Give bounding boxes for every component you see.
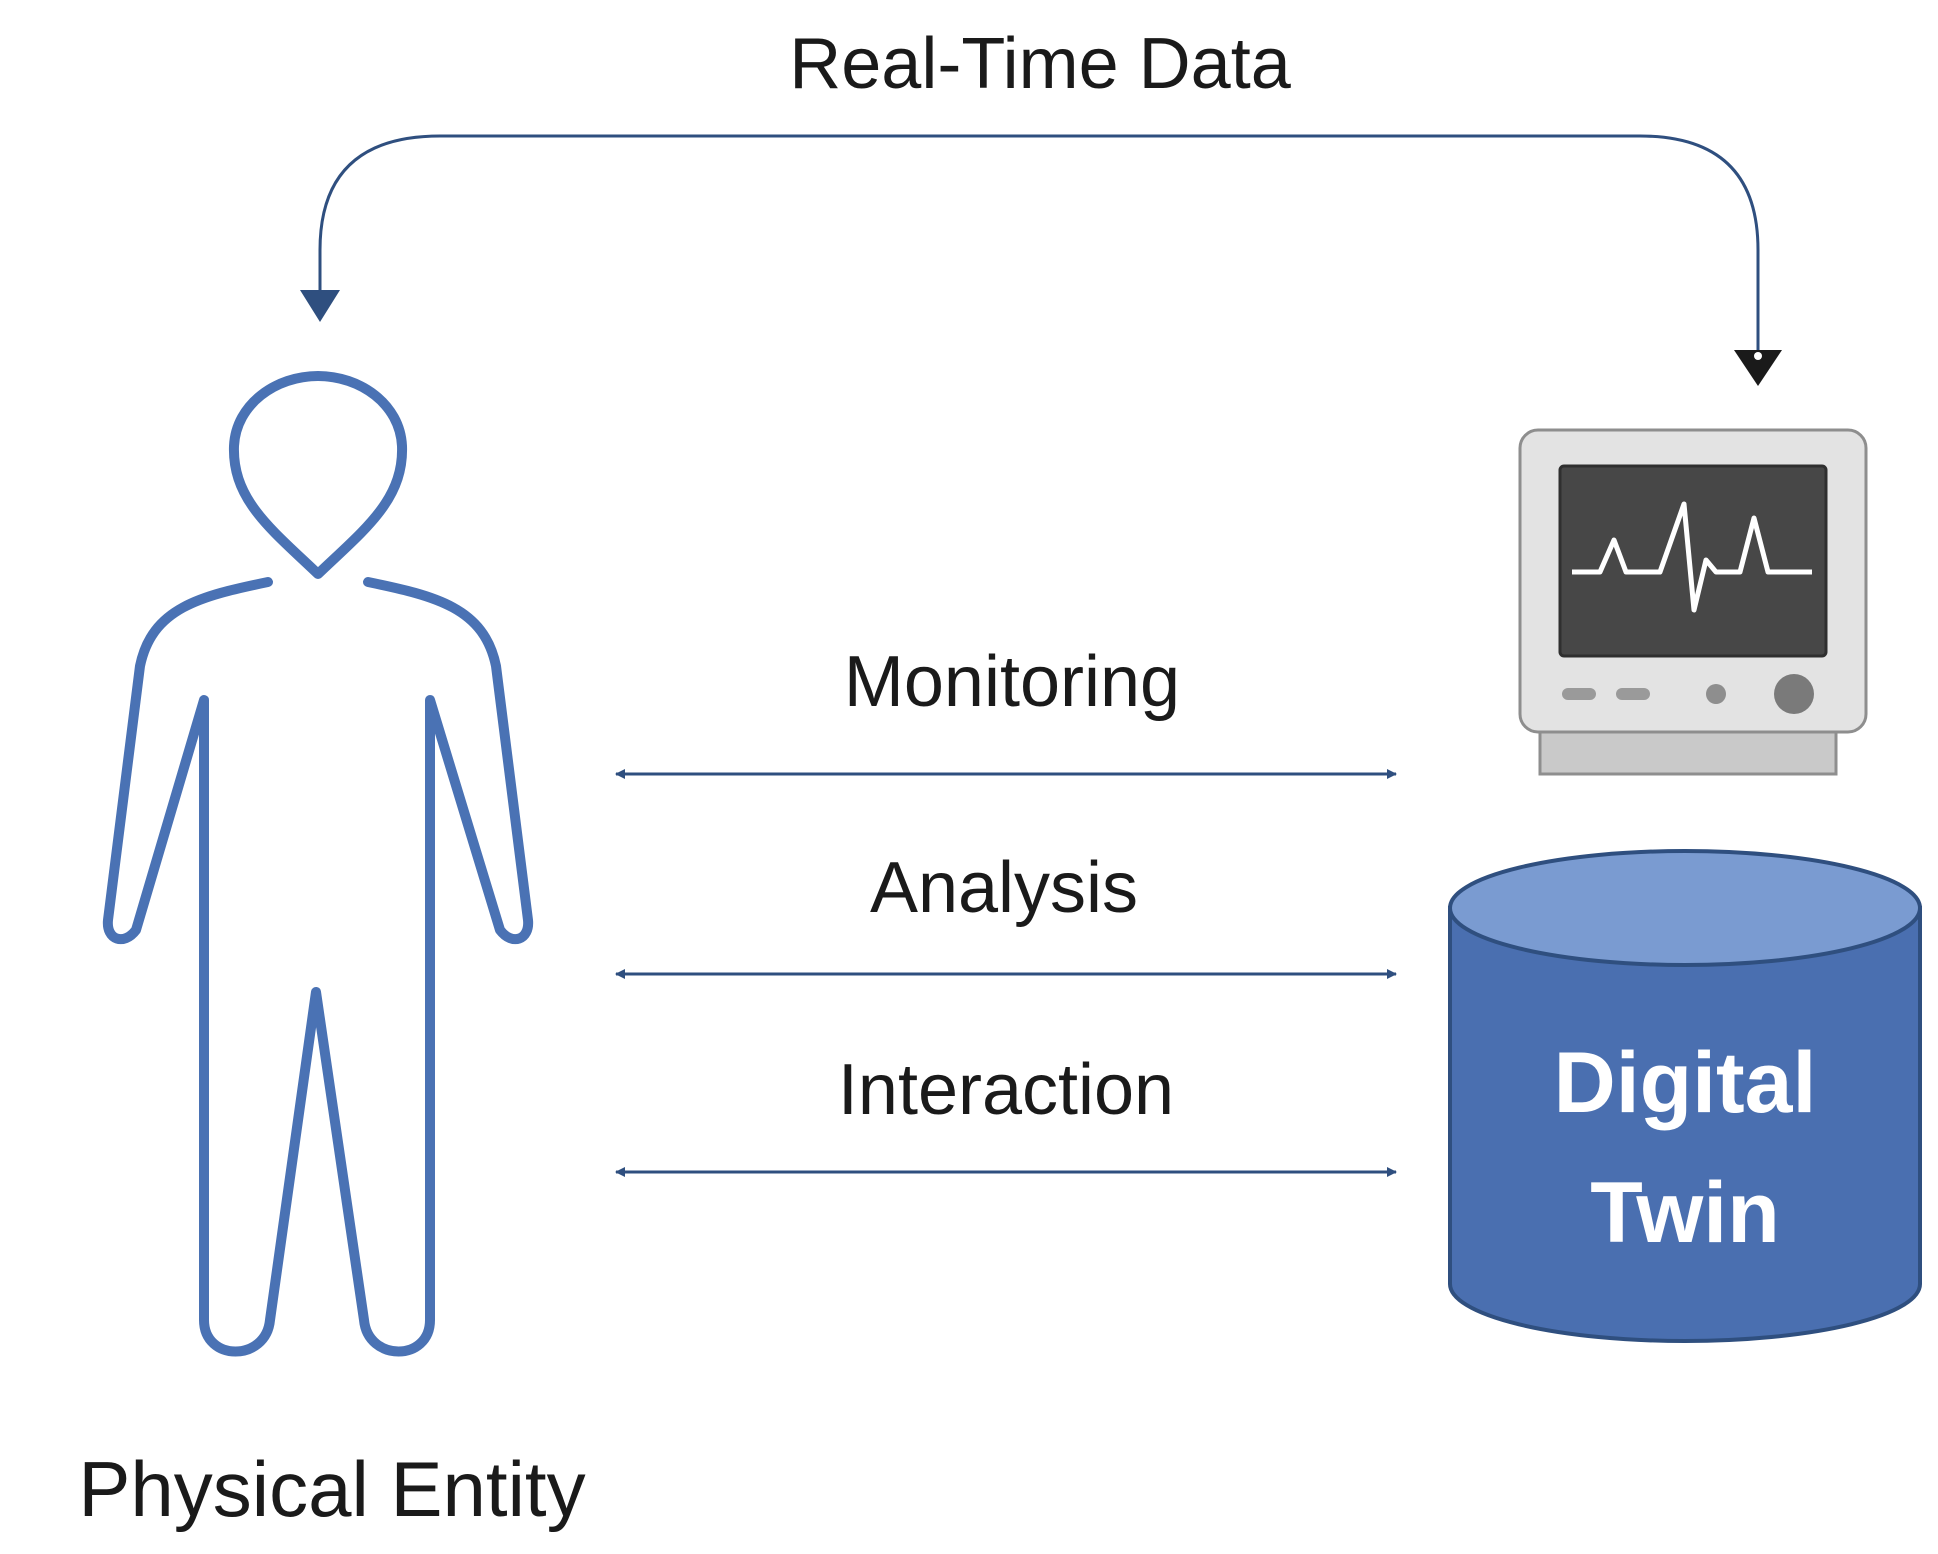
real-time-data-label: Real-Time Data — [789, 24, 1291, 104]
monitor-indicator-bar-2 — [1616, 688, 1650, 700]
person-outline-icon — [102, 371, 534, 1357]
link-label-monitoring: Monitoring — [844, 642, 1180, 722]
arrowhead-right-icon — [1734, 350, 1782, 386]
monitor-small-button — [1706, 684, 1726, 704]
heartbeat-icon — [1572, 501, 1812, 613]
link-label-interaction: Interaction — [838, 1050, 1174, 1130]
vital-signs-monitor-icon — [1518, 428, 1868, 776]
monitor-knob — [1774, 674, 1814, 714]
digital-twin-label-line1: Digital — [1554, 1035, 1817, 1131]
database-cylinder-icon: Digital Twin — [1448, 849, 1922, 1343]
monitor-indicator-bar-1 — [1562, 688, 1596, 700]
link-label-analysis: Analysis — [870, 848, 1138, 928]
digital-twin-label-line2: Twin — [1590, 1165, 1779, 1261]
arrowhead-left-icon — [300, 290, 340, 322]
physical-entity-label: Physical Entity — [78, 1445, 585, 1533]
real-time-data-arrow — [300, 134, 1782, 386]
